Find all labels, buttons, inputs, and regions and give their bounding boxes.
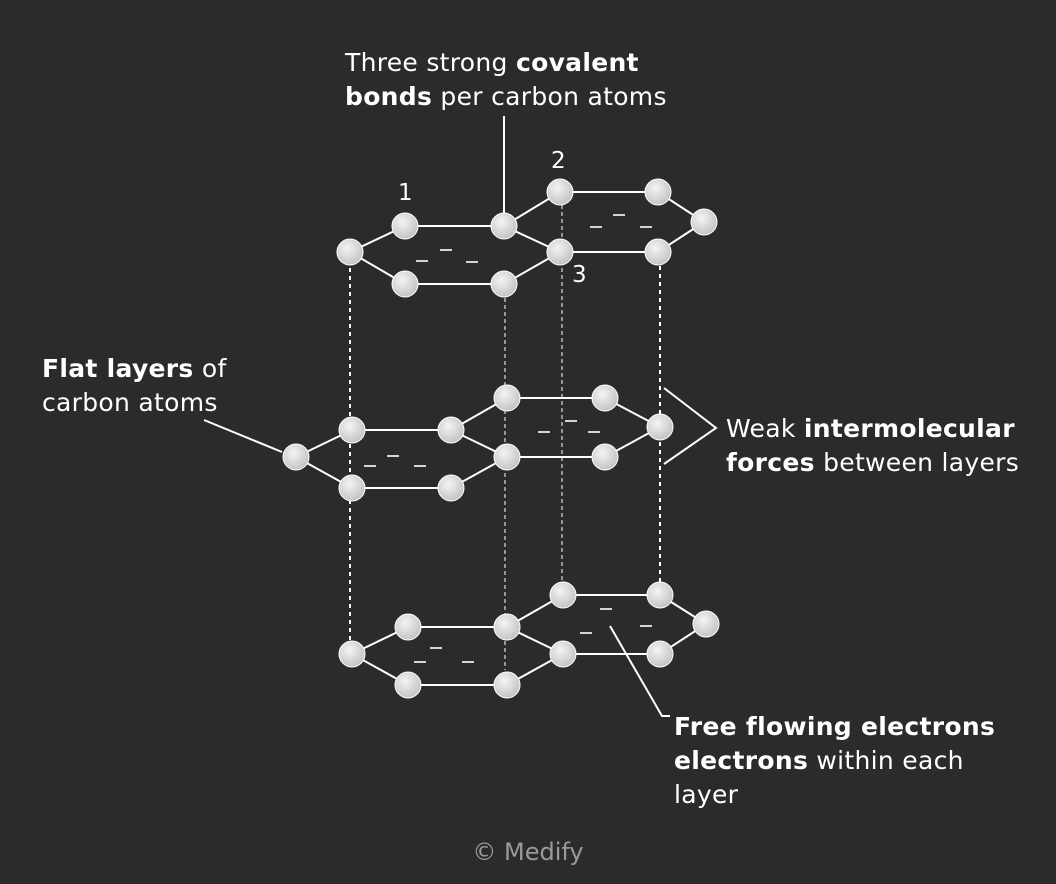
flat-layers-suffix: of [193, 354, 227, 383]
carbon-atom [391, 212, 419, 240]
flat-layers-line2: carbon atoms [42, 388, 218, 417]
weak-forces-label: Weak intermolecular forces between layer… [726, 412, 1019, 480]
covalent-label-bold: covalent [515, 48, 639, 77]
carbon-atom [646, 640, 674, 668]
carbon-atom [338, 474, 366, 502]
carbon-atom [692, 610, 720, 638]
covalent-label-suffix: per carbon atoms [432, 82, 667, 111]
flat-layers-bold: Flat layers [42, 354, 194, 383]
bond-number-1: 1 [398, 180, 413, 206]
pointer-lines [203, 116, 718, 717]
carbon-atom [493, 613, 521, 641]
free-label-suffix: within each [808, 746, 964, 775]
flat-layer-pointer [203, 419, 283, 453]
middle-layer-electrons [364, 420, 600, 467]
carbon-atom [493, 671, 521, 699]
carbon-atom [644, 238, 672, 266]
weak-forces-bracket [663, 387, 718, 465]
carbon-atom [391, 270, 419, 298]
carbon-atom [437, 474, 465, 502]
top-layer-atoms [336, 178, 718, 298]
carbon-atom [437, 416, 465, 444]
copyright-notice: © Medify [472, 838, 584, 866]
interlayer-guides [349, 205, 661, 670]
carbon-atom [549, 640, 577, 668]
forces-bold: forces [726, 448, 815, 477]
free-label-line3: layer [674, 780, 739, 809]
intermolecular-bold: intermolecular [803, 414, 1015, 443]
free-electrons-label: Free flowing electrons electrons within … [674, 710, 995, 812]
bottom-layer [338, 581, 720, 699]
middle-layer-atoms [282, 384, 674, 502]
top-layer-electrons [416, 214, 652, 263]
carbon-atom [591, 443, 619, 471]
bottom-layer-atoms [338, 581, 720, 699]
carbon-atom [644, 178, 672, 206]
carbon-atom [591, 384, 619, 412]
carbon-atom [282, 443, 310, 471]
flat-layers-label: Flat layers of carbon atoms [42, 352, 227, 420]
carbon-atom [690, 208, 718, 236]
weak-label-suffix: between layers [814, 448, 1020, 477]
carbon-atom [490, 270, 518, 298]
carbon-atom [646, 413, 674, 441]
bond-number-3: 3 [572, 262, 587, 288]
covalent-label-text: Three strong [345, 48, 516, 77]
covalent-bonds-label: Three strong covalent bonds per carbon a… [345, 46, 667, 114]
free-electrons-pointer [609, 625, 670, 717]
carbon-atom [493, 384, 521, 412]
free-electrons-bold: Free flowing electrons [674, 712, 996, 741]
carbon-atom [336, 238, 364, 266]
middle-layer [282, 384, 674, 502]
carbon-atom [338, 416, 366, 444]
bonds-label-bold: bonds [345, 82, 433, 111]
bottom-layer-electrons [414, 608, 652, 663]
carbon-atom [646, 581, 674, 609]
carbon-atom [546, 238, 574, 266]
electrons-bold: electrons [674, 746, 809, 775]
carbon-atom [338, 640, 366, 668]
bond-number-2: 2 [551, 148, 566, 174]
carbon-atom [549, 581, 577, 609]
top-layer [336, 178, 718, 298]
carbon-atom [546, 178, 574, 206]
carbon-atom [394, 671, 422, 699]
carbon-atom [394, 613, 422, 641]
carbon-atom [493, 443, 521, 471]
carbon-atom [490, 212, 518, 240]
weak-label-prefix: Weak [726, 414, 804, 443]
